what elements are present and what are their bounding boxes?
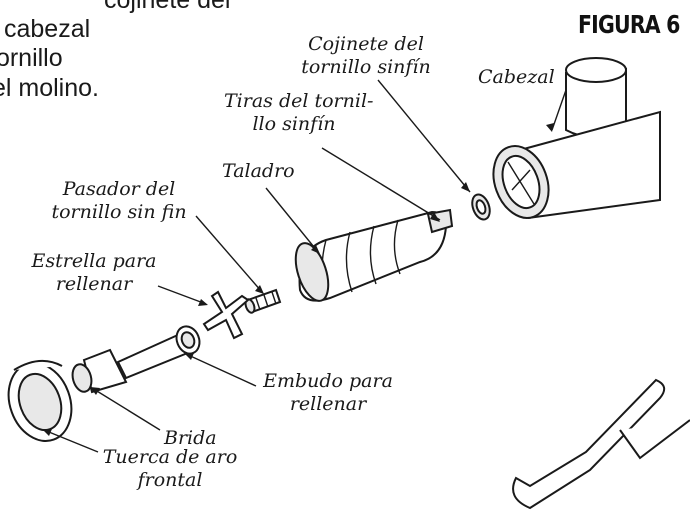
pasador-pin xyxy=(244,288,282,314)
figure-title: FIGURA 6 xyxy=(578,10,680,39)
label-brida: Brida xyxy=(164,427,217,449)
intro-text-line-2: cabezal xyxy=(4,15,91,43)
label-cabezal: Cabezal xyxy=(478,66,555,88)
embudo-tube xyxy=(116,325,201,380)
label-tiras: Tiras del tornil-llo sinfín xyxy=(224,90,374,135)
crank-handle xyxy=(512,378,690,510)
tuerca-ring-nut xyxy=(7,359,73,442)
taladro-auger xyxy=(294,208,454,302)
brida-flange xyxy=(71,348,128,394)
leader-lines xyxy=(42,79,567,453)
intro-text-line-1: cojinete del xyxy=(104,0,231,14)
cabezal-part xyxy=(492,57,661,219)
estrella-star xyxy=(202,290,250,340)
label-taladro: Taladro xyxy=(222,160,295,182)
intro-text-line-4: el molino. xyxy=(0,74,99,102)
intro-text-line-3: tornillo xyxy=(0,44,63,72)
